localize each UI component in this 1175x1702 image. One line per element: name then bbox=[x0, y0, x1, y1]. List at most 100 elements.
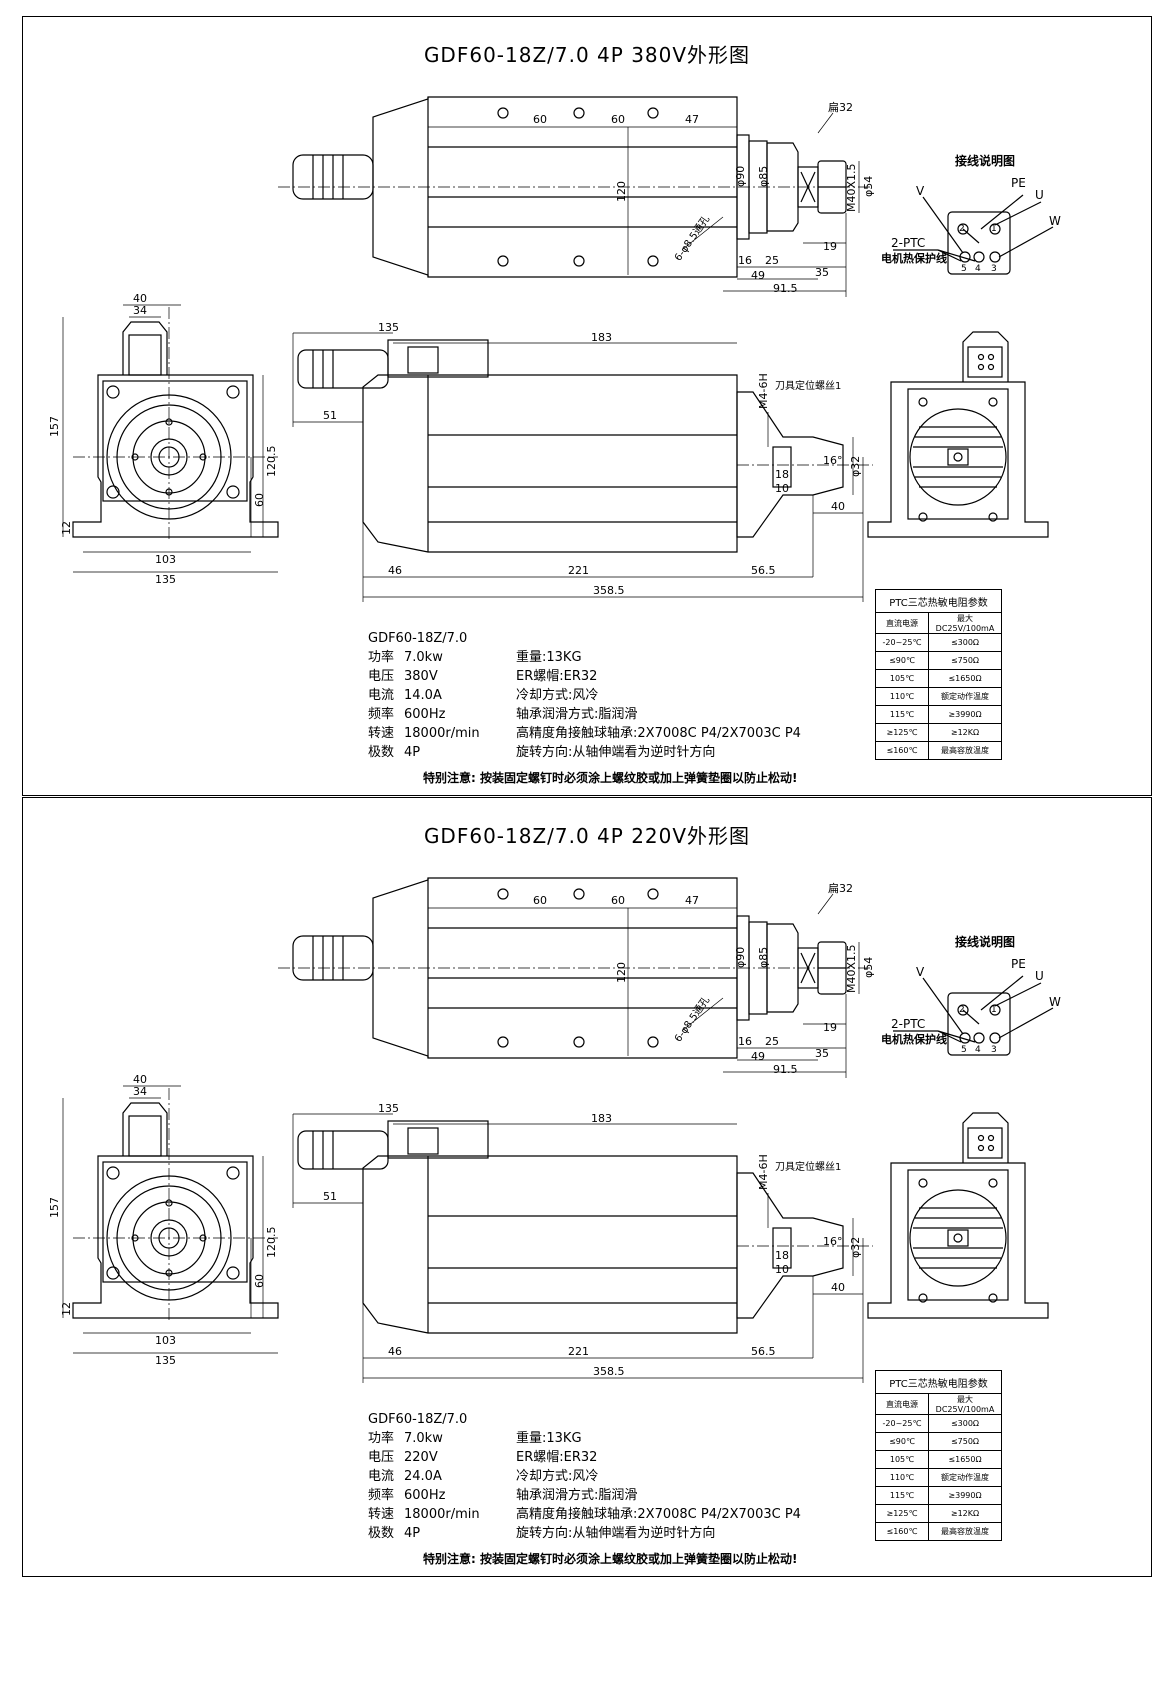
ptc-cell: ≥12KΩ bbox=[928, 1504, 1002, 1523]
spec-k: 频率 bbox=[368, 1488, 395, 1503]
dim-d90: φ90 bbox=[734, 946, 747, 968]
ptc-row: 105℃≤1650Ω bbox=[875, 669, 1002, 688]
spec-v2: ER32 bbox=[563, 669, 598, 684]
rear-view bbox=[867, 1112, 1049, 1319]
dim-f60: 60 bbox=[253, 493, 266, 507]
top-view bbox=[278, 877, 873, 1078]
ptc-cell: ≤160℃ bbox=[875, 1522, 929, 1541]
wiring-v: V bbox=[916, 965, 925, 979]
dim-60a: 60 bbox=[533, 894, 547, 907]
spec-k2: 旋转方向: bbox=[516, 1526, 573, 1541]
pin-1: 1 bbox=[991, 1005, 997, 1015]
sheet-title: GDF60-18Z/7.0 4P 380V外形图 bbox=[423, 43, 751, 67]
dim-s40: 40 bbox=[831, 1281, 845, 1294]
wiring-ptc: 2-PTC bbox=[891, 236, 926, 250]
spec-k: 电压 bbox=[368, 669, 395, 684]
rear-view bbox=[867, 331, 1049, 538]
spec-row: 电流 14.0A 冷却方式:风冷 bbox=[368, 686, 801, 705]
ptc-cell: ≥125℃ bbox=[875, 1504, 929, 1523]
wiring-diagram bbox=[893, 975, 1054, 1056]
dim-25: 25 bbox=[765, 1035, 779, 1048]
wiring-w: W bbox=[1049, 995, 1061, 1009]
dim-16deg: 16° bbox=[823, 1235, 843, 1248]
ptc-cell: 最大DC25V/100mA bbox=[928, 612, 1002, 634]
ptc-cell: ≥3990Ω bbox=[928, 1486, 1002, 1505]
dim-19: 19 bbox=[823, 1021, 837, 1034]
dim-s10: 10 bbox=[775, 482, 789, 495]
dim-screw: 刀具定位螺丝1 bbox=[775, 381, 842, 392]
spec-v: 14.0A bbox=[404, 688, 442, 703]
ptc-cell: ≤750Ω bbox=[928, 1432, 1002, 1451]
ptc-cell: 105℃ bbox=[875, 1450, 929, 1469]
spec-k: 转速 bbox=[368, 726, 395, 741]
spec-k2: 冷却方式: bbox=[516, 1469, 573, 1484]
spec-k: 电流 bbox=[368, 688, 395, 703]
ptc-row: 直流电源最大DC25V/100mA bbox=[875, 612, 1002, 634]
spec-v2: 风冷 bbox=[572, 1469, 599, 1484]
dim-f135: 135 bbox=[155, 1354, 176, 1367]
wiring-pe: PE bbox=[1011, 957, 1026, 971]
spec-k: 电流 bbox=[368, 1469, 395, 1484]
ptc-cell: -20~25℃ bbox=[875, 1414, 929, 1433]
dim-s3585: 358.5 bbox=[593, 584, 625, 597]
spec-v2: 从轴伸端看为逆时针方向 bbox=[572, 1526, 716, 1541]
ptc-row: -20~25℃≤300Ω bbox=[875, 633, 1002, 652]
dim-19: 19 bbox=[823, 240, 837, 253]
wiring-ptc: 2-PTC bbox=[891, 1017, 926, 1031]
dim-f1205: 120.5 bbox=[265, 445, 278, 478]
front-view bbox=[62, 304, 279, 573]
spec-k2: 重量: bbox=[516, 650, 547, 665]
wiring-u: U bbox=[1035, 969, 1044, 983]
ptc-cell: 110℃ bbox=[875, 1468, 929, 1487]
dim-s46: 46 bbox=[388, 1345, 402, 1358]
dim-f34: 34 bbox=[133, 1085, 147, 1098]
ptc-row: ≥125℃≥12KΩ bbox=[875, 723, 1002, 742]
dim-f12: 12 bbox=[60, 521, 73, 535]
ptc-cell: ≥125℃ bbox=[875, 723, 929, 742]
wiring-ptc-desc: 电机热保护线 bbox=[881, 252, 947, 265]
ptc-cell: 额定动作温度 bbox=[928, 1468, 1002, 1487]
dim-d54: φ54 bbox=[862, 956, 875, 978]
ptc-row: ≤90℃≤750Ω bbox=[875, 1432, 1002, 1451]
spec-k2: ER螺帽: bbox=[516, 669, 564, 684]
dim-s221: 221 bbox=[568, 1345, 589, 1358]
ptc-row: ≥125℃≥12KΩ bbox=[875, 1504, 1002, 1523]
technical-drawing bbox=[62, 877, 1054, 1383]
ptc-table-title: PTC三芯热敏电阻参数 bbox=[875, 1370, 1002, 1394]
wiring-ptc-desc: 电机热保护线 bbox=[881, 1033, 947, 1046]
ptc-row: 115℃≥3990Ω bbox=[875, 705, 1002, 724]
ptc-cell: 最高容放温度 bbox=[928, 741, 1002, 760]
ptc-cell: 直流电源 bbox=[875, 612, 929, 634]
dim-60b: 60 bbox=[611, 113, 625, 126]
spec-v: 7.0kw bbox=[404, 650, 443, 665]
dim-35: 35 bbox=[815, 266, 829, 279]
dim-d90: φ90 bbox=[734, 165, 747, 187]
ptc-cell: ≥3990Ω bbox=[928, 705, 1002, 724]
dim-flat32: 扁32 bbox=[828, 101, 853, 114]
spec-k2: 冷却方式: bbox=[516, 688, 573, 703]
spec-v2: 脂润滑 bbox=[598, 707, 638, 722]
ptc-cell: ≤90℃ bbox=[875, 1432, 929, 1451]
spec-k2: 高精度角接触球轴承: bbox=[516, 726, 638, 741]
dim-915: 91.5 bbox=[773, 282, 798, 295]
ptc-table-title: PTC三芯热敏电阻参数 bbox=[875, 589, 1002, 613]
spec-model: GDF60-18Z/7.0 bbox=[368, 631, 468, 646]
ptc-cell: ≤160℃ bbox=[875, 741, 929, 760]
spec-v: 4P bbox=[404, 1526, 421, 1541]
dim-f60: 60 bbox=[253, 1274, 266, 1288]
pin-1: 1 bbox=[991, 224, 997, 234]
dim-s565: 56.5 bbox=[751, 1345, 776, 1358]
spec-v2: 13KG bbox=[546, 1431, 582, 1446]
spec-v2: 风冷 bbox=[572, 688, 599, 703]
dim-s135: 135 bbox=[378, 1102, 399, 1115]
dim-f103: 103 bbox=[155, 1334, 176, 1347]
dim-f157: 157 bbox=[48, 416, 61, 437]
